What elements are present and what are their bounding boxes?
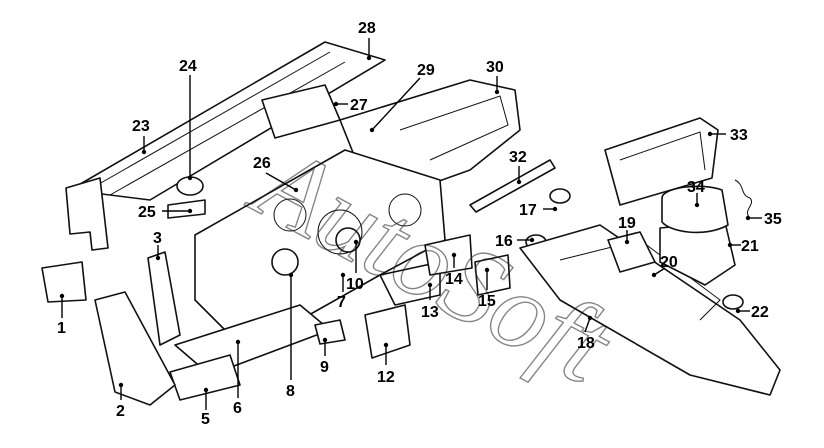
part-15-control <box>474 254 511 296</box>
callout-18: 18 <box>577 335 595 352</box>
part-9-switch <box>314 319 346 345</box>
part-12-bracket <box>364 304 411 359</box>
callout-1: 1 <box>57 320 66 337</box>
callout-17: 17 <box>519 202 537 219</box>
callout-3: 3 <box>153 230 162 247</box>
callout-27: 27 <box>350 97 368 114</box>
part-14-module <box>424 234 473 276</box>
part-35-clip <box>734 179 752 219</box>
callout-15: 15 <box>478 293 496 310</box>
callout-34: 34 <box>687 179 705 196</box>
callout-19: 19 <box>618 215 636 232</box>
callout-8: 8 <box>286 383 295 400</box>
part-23-bracket <box>65 177 109 251</box>
callout-2: 2 <box>116 403 125 420</box>
part-8-knob <box>271 248 299 276</box>
callout-26: 26 <box>253 155 271 172</box>
part-13-switch-bank <box>379 261 441 306</box>
callout-32: 32 <box>509 149 527 166</box>
callout-22: 22 <box>751 304 769 321</box>
part-5-sill <box>169 354 241 401</box>
callout-12: 12 <box>377 369 395 386</box>
callout-16: 16 <box>495 233 513 250</box>
part-33-glovebox <box>604 117 719 206</box>
callout-9: 9 <box>320 359 329 376</box>
callout-5: 5 <box>201 411 210 428</box>
callout-28: 28 <box>358 20 376 37</box>
part-17-cup <box>549 188 571 204</box>
callout-labels: 1 2 3 5 6 7 8 9 10 12 13 14 15 16 17 18 … <box>57 20 782 428</box>
part-32-trim <box>469 159 556 213</box>
part-25-plate <box>167 199 206 219</box>
callout-21: 21 <box>741 238 759 255</box>
leader-lines <box>59 38 762 410</box>
parts-artwork <box>41 41 781 406</box>
callout-20: 20 <box>660 254 678 271</box>
callout-13: 13 <box>421 304 439 321</box>
part-10-gauge <box>335 227 361 253</box>
callout-30: 30 <box>486 59 504 76</box>
part-2-duct <box>94 291 176 406</box>
callout-7: 7 <box>337 294 346 311</box>
callout-6: 6 <box>233 400 242 417</box>
callout-23: 23 <box>132 118 150 135</box>
part-22-cup <box>722 294 744 310</box>
callout-33: 33 <box>730 127 748 144</box>
callout-35: 35 <box>764 211 782 228</box>
callout-25: 25 <box>138 204 156 221</box>
callout-29: 29 <box>417 62 435 79</box>
part-1-bracket <box>41 261 87 303</box>
part-28-defroster-duct <box>69 41 386 201</box>
callout-14: 14 <box>445 271 463 288</box>
callout-10: 10 <box>346 276 364 293</box>
callout-24: 24 <box>179 58 197 75</box>
part-3-side-panel <box>147 251 181 346</box>
part-19-tray <box>607 231 656 273</box>
